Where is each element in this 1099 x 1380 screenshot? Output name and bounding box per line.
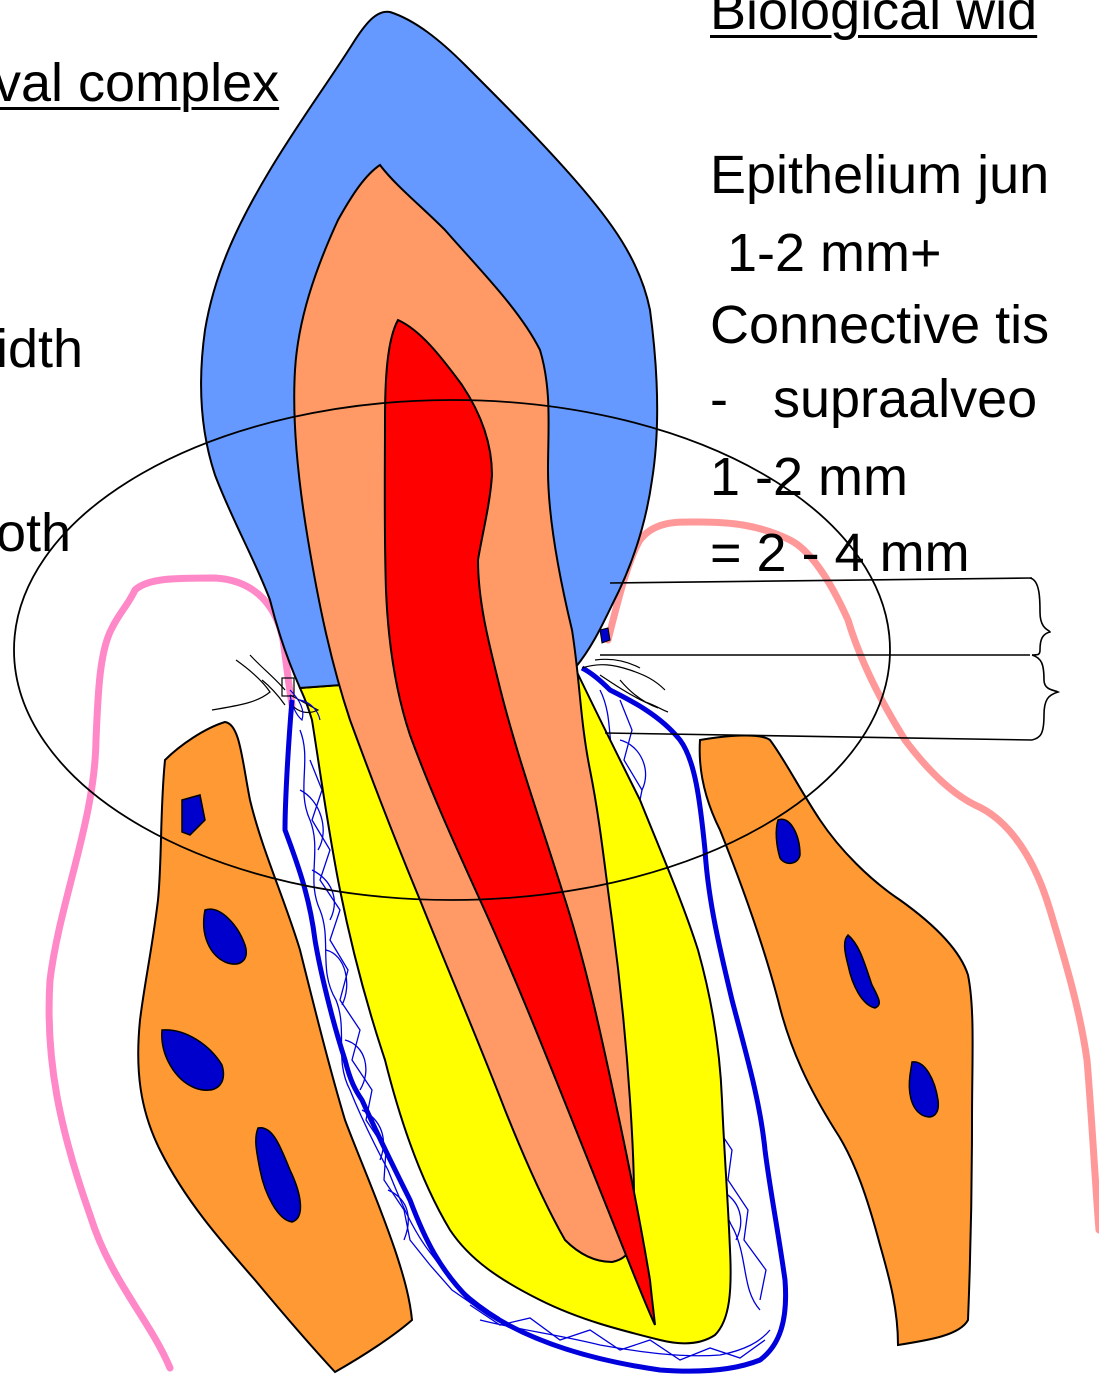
- biological-width-measurement: [600, 578, 1058, 740]
- left-line-tooth: oth: [0, 506, 71, 560]
- supraalveolar-label: - supraalveo: [710, 372, 1037, 426]
- left-title-fragment: val complex: [0, 56, 279, 110]
- biological-width-title: Biological wid: [710, 0, 1037, 38]
- connective-tissue-label: Connective tis: [710, 298, 1049, 352]
- left-line-width: idth: [0, 322, 83, 376]
- connective-tissue-value: 1 -2 mm: [710, 450, 908, 504]
- epithelium-label: Epithelium jun: [710, 148, 1049, 202]
- biological-width-total: = 2 - 4 mm: [710, 526, 970, 580]
- gingival-fibers-right: [582, 659, 668, 712]
- gingival-sulcus-marker: [600, 628, 610, 643]
- epithelium-value: 1-2 mm+: [712, 226, 942, 280]
